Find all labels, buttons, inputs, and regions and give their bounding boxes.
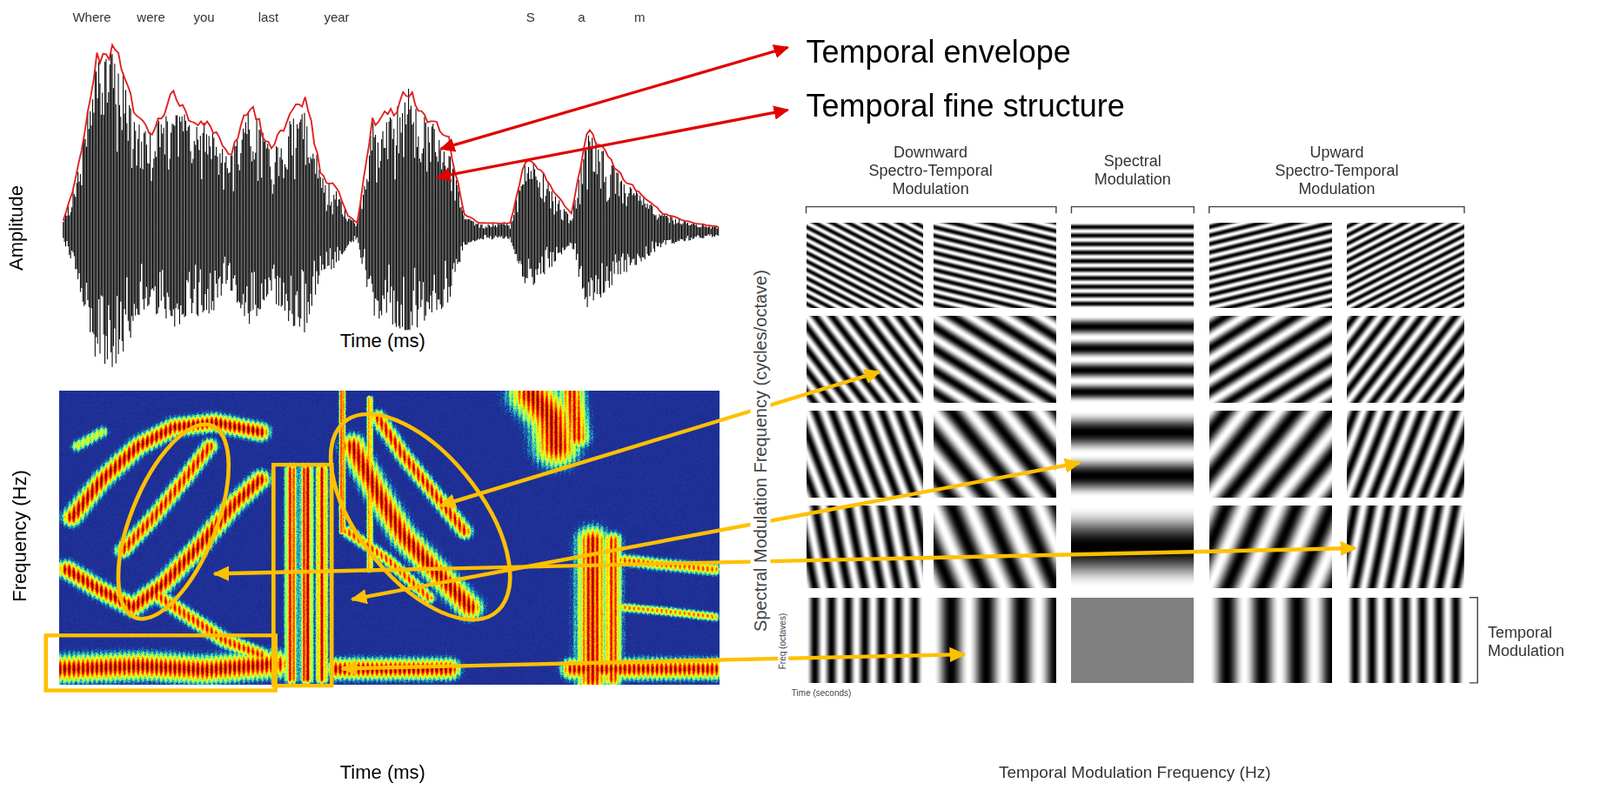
- axis-note: Time (seconds): [791, 688, 852, 699]
- column-header: Upward Spectro-Temporal Modulation: [1269, 143, 1405, 198]
- leader-arrow: [352, 462, 1080, 600]
- axis-label: Time (ms): [337, 330, 429, 353]
- bracket: [806, 207, 1479, 683]
- highlight-box: [273, 464, 332, 686]
- word-label: S: [526, 9, 536, 25]
- word-label: Where: [72, 9, 111, 25]
- word-label: you: [193, 9, 215, 25]
- axis-title: Temporal Modulation Frequency (Hz): [998, 763, 1272, 783]
- word-label: last: [258, 9, 279, 25]
- axis-label: Frequency (Hz): [9, 469, 32, 603]
- highlight-box: [46, 635, 276, 690]
- highlight-ellipse: [295, 386, 546, 649]
- axis-label: Time (ms): [340, 762, 426, 784]
- envelope-curve: [63, 45, 719, 228]
- word-label: m: [634, 9, 646, 25]
- highlight-ellipse: [95, 411, 252, 632]
- callout-label: Temporal envelope: [806, 33, 1072, 70]
- speech-waveform: [63, 51, 719, 368]
- axis-label: Amplitude: [5, 185, 27, 271]
- axis-title: Spectral Modulation Frequency (cycles/oc…: [749, 267, 770, 635]
- callout-label: Temporal fine structure: [806, 87, 1125, 124]
- leader-arrow: [341, 654, 965, 669]
- word-label: a: [577, 9, 585, 25]
- leader-arrow: [441, 371, 880, 506]
- row-label: Temporal Modulation: [1487, 623, 1597, 660]
- axis-note: Freq (octaves): [777, 610, 789, 672]
- word-label: year: [323, 9, 349, 25]
- word-label: were: [136, 9, 166, 25]
- leader-arrow: [436, 109, 788, 177]
- leader-arrow: [214, 548, 1355, 574]
- leader-arrow: [441, 47, 789, 150]
- column-header: Spectral Modulation: [1084, 153, 1181, 189]
- column-header: Downward Spectro-Temporal Modulation: [863, 143, 998, 198]
